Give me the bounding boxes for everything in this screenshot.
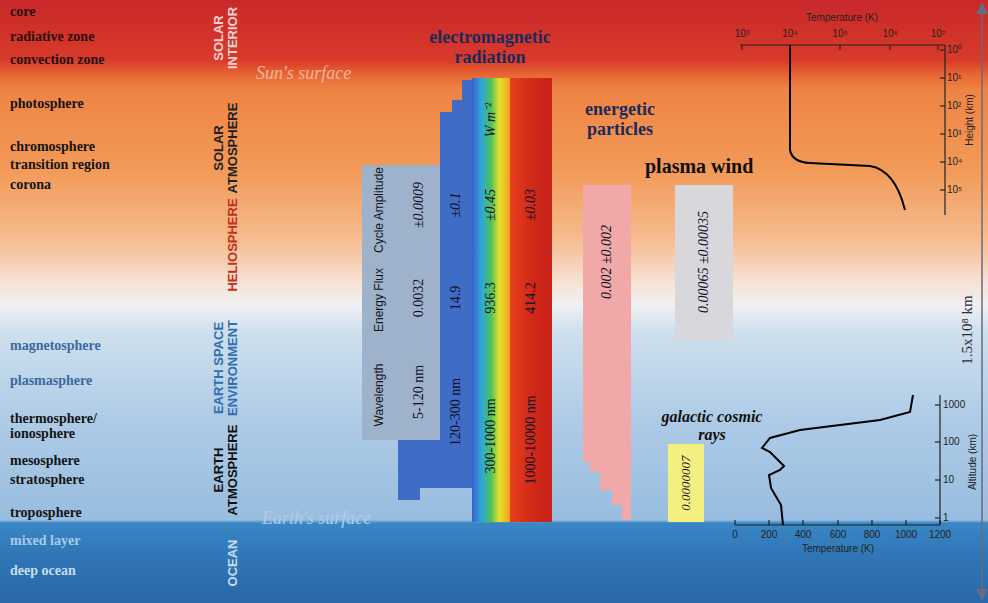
bar-value: ±0.1 <box>448 192 463 217</box>
layer-name: core <box>10 4 35 19</box>
bar-value: 0.0032 <box>411 279 426 318</box>
heading: electromagnetic radiation <box>405 28 575 68</box>
uv-step <box>398 440 440 500</box>
bar-value: 0.00065 ±0.00035 <box>696 211 711 313</box>
bar-value: 14.9 <box>448 286 463 311</box>
column-header: Energy Flux <box>373 268 386 332</box>
layer-name: magnetosphere <box>10 338 101 353</box>
region-label: OCEAN <box>226 540 240 587</box>
region-label: SOLAR ATMOSPHERE <box>212 101 241 196</box>
layer-name: convection zone <box>10 52 104 67</box>
heading: plasma wind <box>645 155 753 177</box>
layer-name: corona <box>10 177 51 192</box>
column-header: Cycle Amplitude <box>373 167 386 253</box>
bar-value: 414.2 <box>523 282 538 314</box>
axis-label: 10¹ <box>947 72 961 83</box>
earth-temp-plot <box>735 395 940 525</box>
bar-value: 936.3 <box>483 282 498 314</box>
bar-value: 120-300 nm <box>448 378 463 446</box>
axis-label: 400 <box>795 529 812 540</box>
axis-label: 10⁶ <box>882 28 897 39</box>
uv-step-top <box>440 80 472 112</box>
heading: galactic cosmic rays <box>647 408 777 443</box>
bar-value: 0.0000007 <box>679 455 693 510</box>
axis-label: 1.5x10⁸ km <box>959 295 976 364</box>
axis-label: 1 <box>943 512 949 523</box>
axis-label: 10² <box>947 100 961 111</box>
layer-name: photosphere <box>10 96 84 111</box>
region-label: EARTH SPACE ENVIRONMENT <box>212 318 241 418</box>
axis-label: Altitude (km) <box>967 434 978 490</box>
bar-value: ±0.45 <box>483 189 498 221</box>
axis-label: 10⁵ <box>947 184 962 195</box>
layer-name: troposphere <box>10 505 82 520</box>
axis-label: 10³ <box>947 128 961 139</box>
axis-label: 10 <box>943 474 954 485</box>
bar-value: ±0.0009 <box>411 182 426 228</box>
axis-label: 0 <box>732 529 738 540</box>
layer-name: mesosphere <box>10 453 80 468</box>
layer-name: thermosphere/ ionosphere <box>10 411 120 442</box>
axis-label: 10³ <box>735 28 749 39</box>
flux-bar: 0.00065 ±0.00035 <box>675 185 733 340</box>
bar-value: 300-1000 nm <box>483 398 498 473</box>
distance-arrow <box>981 8 983 595</box>
axis-label: 10⁰ <box>947 44 962 55</box>
surface-label: Earth's surface <box>262 509 371 529</box>
axis-label: Temperature (K) <box>802 543 874 554</box>
axis-label: 10⁷ <box>931 28 946 39</box>
axis-label: 1000 <box>943 399 965 410</box>
bar-value: 1000-10000 nm <box>523 395 538 484</box>
particle-steps <box>583 455 631 520</box>
region-label: SOLAR INTERIOR <box>212 2 241 74</box>
layer-name: chromosphere <box>10 139 95 154</box>
bar-value: 5-120 nm <box>411 365 426 419</box>
axis-label: Height (km) <box>964 94 975 146</box>
axis-label: Temperature (K) <box>806 12 878 23</box>
uv-backdrop <box>362 165 398 440</box>
region-label: EARTH ATMOSPHERE <box>212 423 241 518</box>
layer-name: plasmasphere <box>10 373 92 388</box>
axis-label: 10⁴ <box>947 156 962 167</box>
layer-name: stratosphere <box>10 472 84 487</box>
flux-bar: 0.002 ±0.002 <box>583 185 631 455</box>
flux-bar: 300-1000 nm 936.3 ±0.45 W m⁻² <box>472 78 510 522</box>
bar-value: W m⁻² <box>483 103 498 137</box>
column-header: Wavelength <box>373 364 386 427</box>
flux-bar: 5-120 nm 0.0032 ±0.0009 <box>398 165 440 440</box>
axis-label: 10⁵ <box>832 28 847 39</box>
flux-bar: 1000-10000 nm 414.2 ±0.03 <box>510 78 552 522</box>
layer-name: radiative zone <box>10 29 94 44</box>
layer-name: deep ocean <box>10 563 76 578</box>
axis-label: 600 <box>830 529 847 540</box>
region-label: HELIOSPHERE <box>226 198 240 291</box>
axis-label: 200 <box>761 529 778 540</box>
bar-value: ±0.03 <box>523 189 538 221</box>
flux-bar: 0.0000007 <box>668 444 704 522</box>
axis-label: 100 <box>943 436 960 447</box>
layer-name: mixed layer <box>10 533 80 548</box>
bar-value: 0.002 ±0.002 <box>599 225 614 299</box>
heading: energetic particles <box>565 100 675 140</box>
surface-label: Sun's surface <box>256 64 351 84</box>
layer-name: transition region <box>10 157 110 172</box>
flux-bar: 120-300 nm 14.9 ±0.1 <box>440 112 472 488</box>
axis-label: 10⁴ <box>782 28 797 39</box>
axis-label: 1000 <box>895 529 917 540</box>
axis-label: 800 <box>864 529 881 540</box>
solar-temp-plot <box>740 45 945 215</box>
axis-label: 1200 <box>929 529 951 540</box>
